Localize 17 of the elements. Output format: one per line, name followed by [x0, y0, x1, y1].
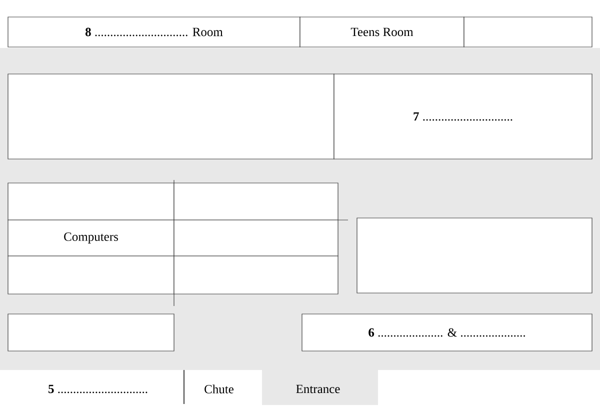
room-box — [356, 218, 592, 294]
room-box — [8, 74, 334, 160]
room-box: Computers — [8, 220, 174, 256]
room-box — [8, 314, 174, 352]
room-box — [174, 182, 338, 220]
area-label: Entrance — [296, 384, 340, 394]
room-box: 6 ..................... & ..................... — [302, 314, 592, 352]
room-box: 7 ............................. — [334, 74, 592, 160]
room-box: 8 .............................. Room — [8, 16, 300, 48]
room-box — [8, 182, 174, 220]
room-box — [8, 256, 174, 294]
area-label: 5 ............................. — [48, 384, 148, 394]
room-box: Teens Room — [300, 16, 464, 48]
room-box — [174, 220, 338, 256]
area-label: Chute — [204, 384, 234, 394]
room-box — [174, 256, 338, 294]
room-box — [464, 16, 592, 48]
